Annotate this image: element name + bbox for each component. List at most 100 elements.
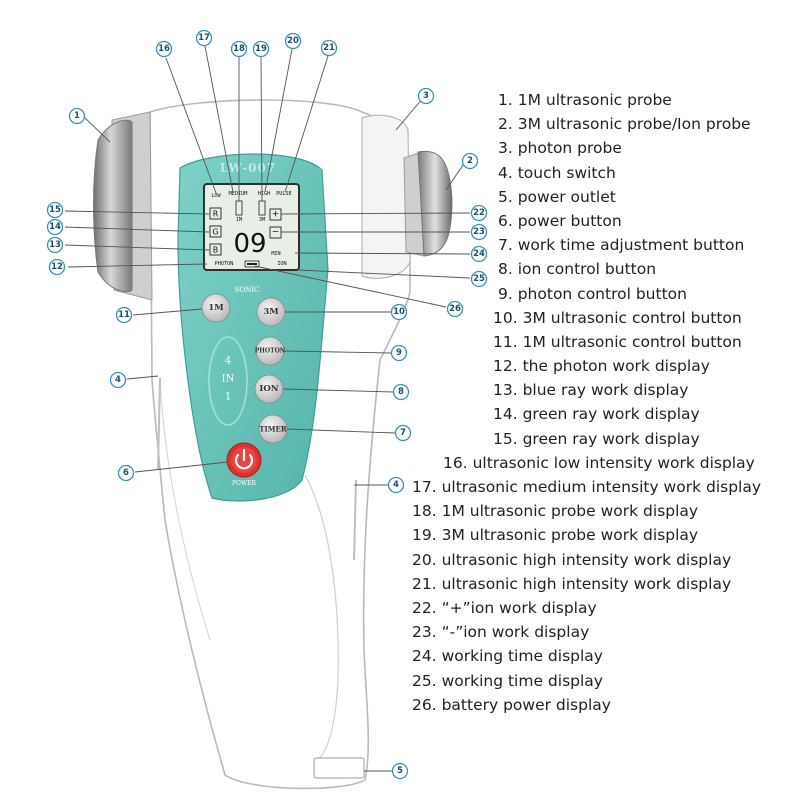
callout-6: 6 bbox=[117, 464, 135, 482]
button-1m-label: 1M bbox=[208, 303, 224, 313]
legend-item-11: 11. 1M ultrasonic control button bbox=[493, 332, 742, 351]
callout-19: 19 bbox=[252, 40, 270, 58]
legend-item-20: 20. ultrasonic high intensity work displ… bbox=[412, 550, 732, 569]
lcd-ion-label: ION bbox=[277, 261, 286, 267]
power-icon bbox=[234, 453, 254, 470]
button-timer[interactable]: TIMER bbox=[258, 414, 288, 444]
parts-legend: 1. 1M ultrasonic probe 2. 3M ultrasonic … bbox=[382, 88, 792, 717]
legend-item-13: 13. blue ray work display bbox=[493, 381, 689, 400]
button-1m[interactable]: 1M bbox=[201, 293, 231, 323]
legend-item-19: 19. 3M ultrasonic probe work display bbox=[412, 526, 699, 545]
lcd-probe-3m-label: 3M bbox=[259, 217, 265, 223]
body-side-contour bbox=[159, 379, 211, 641]
callout-21: 21 bbox=[320, 39, 338, 57]
svg-text:13: 13 bbox=[49, 240, 61, 250]
legend-item-14: 14. green ray work display bbox=[493, 405, 700, 424]
four-in-one-badge: 4 IN 1 bbox=[208, 336, 248, 426]
lcd-minutes-unit: MIN bbox=[271, 251, 280, 257]
svg-text:1: 1 bbox=[74, 111, 80, 121]
svg-text:9: 9 bbox=[396, 348, 402, 358]
button-photon[interactable]: PHOTON bbox=[255, 336, 286, 366]
svg-text:4: 4 bbox=[115, 375, 121, 385]
callout-9: 9 bbox=[390, 344, 408, 362]
four-in-one-line-3: 1 bbox=[225, 392, 231, 403]
lcd-ray-b: B bbox=[213, 246, 219, 255]
svg-text:22: 22 bbox=[473, 208, 485, 218]
legend-item-22: 22. “+”ion work display bbox=[412, 598, 597, 617]
callout-5: 5 bbox=[391, 762, 409, 780]
svg-text:12: 12 bbox=[51, 262, 63, 272]
button-timer-label: TIMER bbox=[259, 425, 287, 434]
legend-item-2: 2. 3M ultrasonic probe/Ion probe bbox=[498, 115, 751, 134]
callout-7: 7 bbox=[394, 424, 412, 442]
legend-item-17: 17. ultrasonic medium intensity work dis… bbox=[412, 478, 762, 496]
svg-text:3: 3 bbox=[423, 91, 429, 101]
body-inner-contour bbox=[304, 474, 339, 761]
four-in-one-line-1: 4 bbox=[225, 356, 231, 367]
svg-text:16: 16 bbox=[158, 44, 170, 54]
svg-text:14: 14 bbox=[49, 222, 61, 232]
legend-item-21: 21. ultrasonic high intensity work displ… bbox=[412, 574, 732, 593]
lcd-ion-minus: − bbox=[272, 228, 280, 238]
lcd-medium-label: MEDIUM bbox=[229, 191, 248, 197]
lcd-high-label: HIGH bbox=[258, 191, 271, 197]
legend-item-9: 9. photon control button bbox=[498, 284, 687, 303]
legend-item-15: 15. green ray work display bbox=[493, 429, 700, 448]
lcd-battery bbox=[244, 260, 260, 268]
lcd-timer-value: 09 bbox=[233, 229, 266, 259]
legend-item-23: 23. “-”ion work display bbox=[412, 623, 590, 642]
callout-3: 3 bbox=[417, 87, 435, 105]
callout-12: 12 bbox=[48, 258, 66, 276]
callout-18: 18 bbox=[230, 40, 248, 58]
lcd-photon-label: PHOTON bbox=[215, 261, 234, 267]
button-3m[interactable]: 3M bbox=[256, 297, 286, 327]
button-3m-label: 3M bbox=[263, 307, 279, 317]
legend-item-7: 7. work time adjustment button bbox=[498, 236, 745, 255]
svg-text:11: 11 bbox=[118, 310, 130, 320]
callout-8: 8 bbox=[392, 383, 410, 401]
callout-2: 2 bbox=[461, 152, 479, 170]
leader-lines bbox=[64, 45, 471, 772]
legend-item-4: 4. touch switch bbox=[498, 163, 616, 182]
legend-item-25: 25. working time display bbox=[412, 671, 603, 690]
callout-17: 17 bbox=[195, 29, 213, 47]
legend-item-5: 5. power outlet bbox=[498, 187, 616, 206]
lcd-ray-r-box bbox=[209, 207, 222, 220]
svg-text:17: 17 bbox=[198, 33, 210, 43]
legend-item-8: 8. ion control button bbox=[498, 260, 657, 279]
svg-text:21: 21 bbox=[323, 43, 335, 53]
button-ion[interactable]: ION bbox=[254, 374, 284, 404]
power-button[interactable] bbox=[226, 442, 262, 478]
lcd-display: LOW MEDIUM HIGH PULSE 1M 3M R G B 09 + −… bbox=[203, 183, 300, 271]
callout-14: 14 bbox=[46, 218, 64, 236]
svg-text:23: 23 bbox=[473, 227, 485, 237]
svg-text:20: 20 bbox=[287, 36, 299, 46]
svg-text:19: 19 bbox=[255, 44, 267, 54]
legend-item-6: 6. power button bbox=[498, 211, 622, 230]
callout-11: 11 bbox=[115, 306, 133, 324]
legend-item-1: 1. 1M ultrasonic probe bbox=[498, 91, 672, 109]
svg-text:7: 7 bbox=[400, 428, 406, 438]
legend-item-18: 18. 1M ultrasonic probe work display bbox=[412, 502, 699, 521]
power-outlet bbox=[313, 757, 365, 779]
callout-4-right: 4 bbox=[387, 476, 405, 494]
callout-15: 15 bbox=[46, 201, 64, 219]
svg-text:5: 5 bbox=[397, 766, 403, 776]
callout-22: 22 bbox=[470, 204, 488, 222]
legend-item-3: 3. photon probe bbox=[498, 139, 622, 158]
svg-text:18: 18 bbox=[233, 44, 245, 54]
button-photon-label: PHOTON bbox=[255, 348, 286, 355]
svg-text:6: 6 bbox=[123, 468, 129, 478]
touch-switch-right bbox=[353, 479, 357, 561]
power-label: POWER bbox=[232, 480, 257, 487]
legend-item-26: 26. battery power display bbox=[412, 695, 611, 714]
legend-item-12: 12. the photon work display bbox=[493, 357, 710, 376]
callout-1: 1 bbox=[68, 107, 86, 125]
lcd-battery-fill bbox=[247, 263, 257, 265]
callout-25: 25 bbox=[470, 270, 488, 288]
lcd-ray-r: R bbox=[213, 210, 219, 219]
callout-10: 10 bbox=[390, 303, 408, 321]
legend-item-16: 16. ultrasonic low intensity work displa… bbox=[443, 453, 755, 472]
callout-23: 23 bbox=[470, 223, 488, 241]
lcd-ray-g: G bbox=[212, 228, 218, 237]
